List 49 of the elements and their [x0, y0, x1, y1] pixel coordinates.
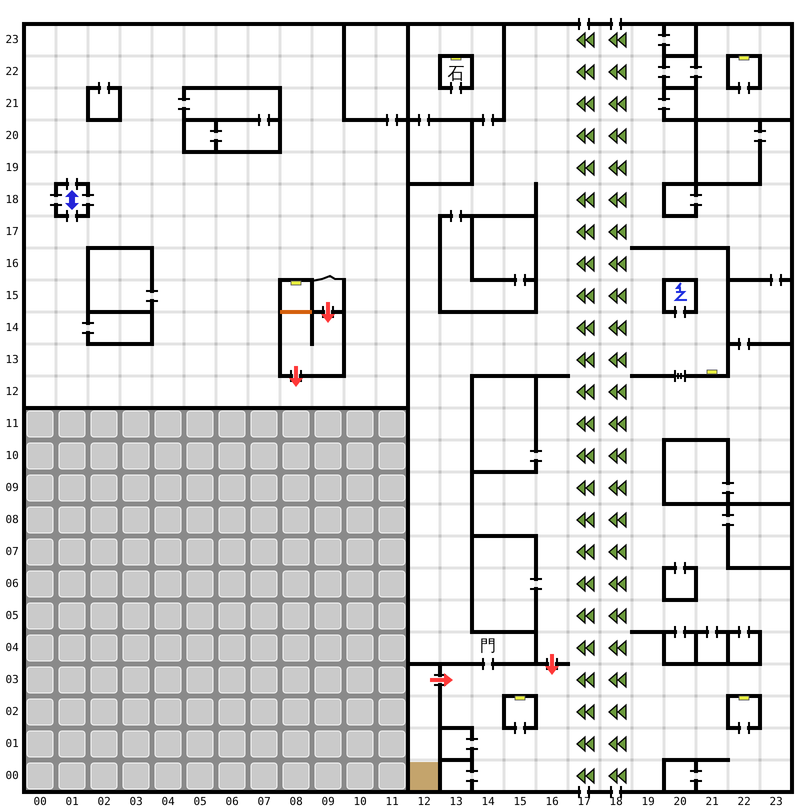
axis-label: 13 — [450, 796, 463, 808]
room-text: 石 — [448, 65, 464, 83]
axis-label: 03 — [130, 796, 143, 808]
axis-label: 02 — [6, 706, 19, 718]
axis-label: 15 — [6, 290, 19, 302]
map-text: 門 — [480, 636, 496, 654]
axis-label: 23 — [6, 34, 19, 46]
axis-label: 21 — [706, 796, 719, 808]
axis-label: 08 — [6, 514, 19, 526]
axis-label: 11 — [386, 796, 399, 808]
axis-label: 10 — [6, 450, 19, 462]
axis-label: 00 — [6, 770, 19, 782]
axis-label: 15 — [514, 796, 527, 808]
axis-label: 19 — [642, 796, 655, 808]
axis-label: 18 — [6, 194, 19, 206]
axis-label: 09 — [322, 796, 335, 808]
axis-label: 07 — [258, 796, 271, 808]
axis-label: 09 — [6, 482, 19, 494]
axis-label: 23 — [770, 796, 783, 808]
axis-label: 22 — [6, 66, 19, 78]
axis-label: 20 — [674, 796, 687, 808]
room-box — [438, 54, 474, 88]
axis-label: 06 — [226, 796, 239, 808]
axis-label: 03 — [6, 674, 19, 686]
axis-label: 12 — [418, 796, 431, 808]
axis-label: 10 — [354, 796, 367, 808]
axis-label: 17 — [6, 226, 19, 238]
axis-label: 16 — [546, 796, 559, 808]
axis-label: 07 — [6, 546, 19, 558]
axis-label: 13 — [6, 354, 19, 366]
axis-label: 00 — [34, 796, 47, 808]
axis-label: 12 — [6, 386, 19, 398]
axis-label: 11 — [6, 418, 19, 430]
axis-label: 14 — [6, 322, 19, 334]
axis-label: 05 — [6, 610, 19, 622]
axis-label: 01 — [6, 738, 19, 750]
axis-label: 19 — [6, 162, 19, 174]
axis-label: 02 — [98, 796, 111, 808]
axis-label: 22 — [738, 796, 751, 808]
axis-label: 14 — [482, 796, 495, 808]
axis-label: 06 — [6, 578, 19, 590]
axis-label: 04 — [6, 642, 19, 654]
axis-label: 08 — [290, 796, 303, 808]
axis-label: 21 — [6, 98, 19, 110]
axis-label: 05 — [194, 796, 207, 808]
axis-label: 16 — [6, 258, 19, 270]
axis-label: 01 — [66, 796, 79, 808]
axis-label: 04 — [162, 796, 175, 808]
axis-label: 20 — [6, 130, 19, 142]
